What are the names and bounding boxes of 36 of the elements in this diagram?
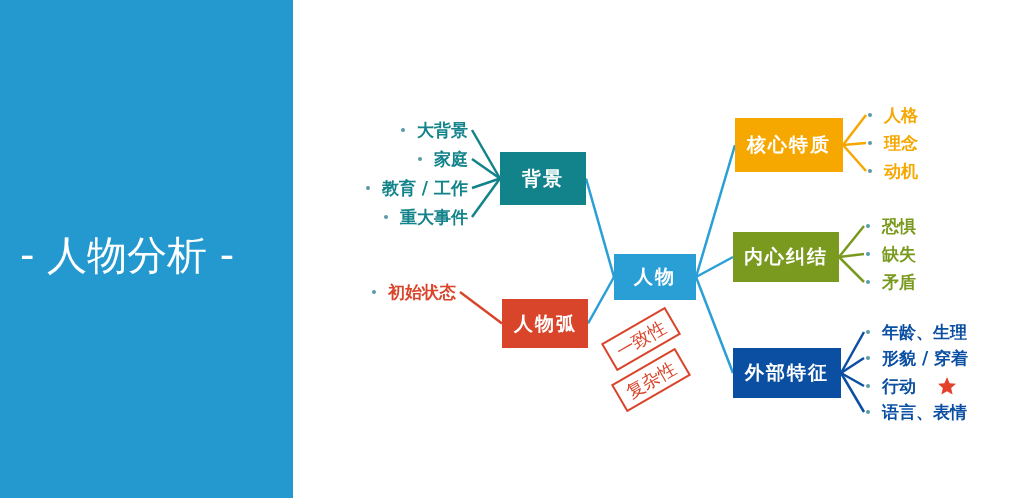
connector-line: [838, 252, 865, 259]
topic-box: 核心特质: [735, 118, 843, 172]
item-text: 语言、表情: [882, 400, 967, 424]
topic-box: 内心纠结: [733, 232, 839, 282]
item-text: 家庭: [434, 147, 468, 171]
item-text: 恐惧: [882, 214, 916, 238]
item-text: 年龄、生理: [882, 320, 967, 344]
item-text: 初始状态: [388, 280, 456, 304]
connector-line: [840, 356, 865, 375]
connector-line: [838, 225, 865, 258]
topic-box: 外部特征: [733, 348, 841, 398]
connector-line: [459, 291, 503, 325]
item-text: 理念: [884, 131, 918, 155]
connector-line: [470, 129, 502, 180]
connector-line: [842, 114, 867, 146]
connector-line: [838, 256, 865, 283]
connector-line: [840, 371, 865, 388]
item-text: 矛盾: [882, 270, 916, 294]
connector-line: [842, 141, 867, 147]
item-text: 行动: [882, 374, 916, 398]
connector-line: [695, 255, 734, 279]
topic-box: 人物弧: [502, 299, 588, 348]
connector-line: [471, 177, 501, 218]
item-text: 形貌 / 穿着: [882, 346, 969, 370]
connector-line: [842, 144, 867, 172]
item-text: 人格: [884, 103, 918, 127]
connector-line: [471, 157, 501, 180]
item-text: 缺失: [882, 242, 916, 266]
title: - 人物分析 -: [20, 231, 235, 280]
item-text: 大背景: [417, 118, 468, 142]
topic-box: 人物: [614, 254, 696, 300]
topic-box: 背景: [500, 152, 586, 205]
connector-line: [471, 177, 501, 190]
item-text: 重大事件: [400, 205, 468, 229]
item-text: 动机: [884, 159, 918, 183]
item-text: 教育 / 工作: [381, 176, 468, 200]
